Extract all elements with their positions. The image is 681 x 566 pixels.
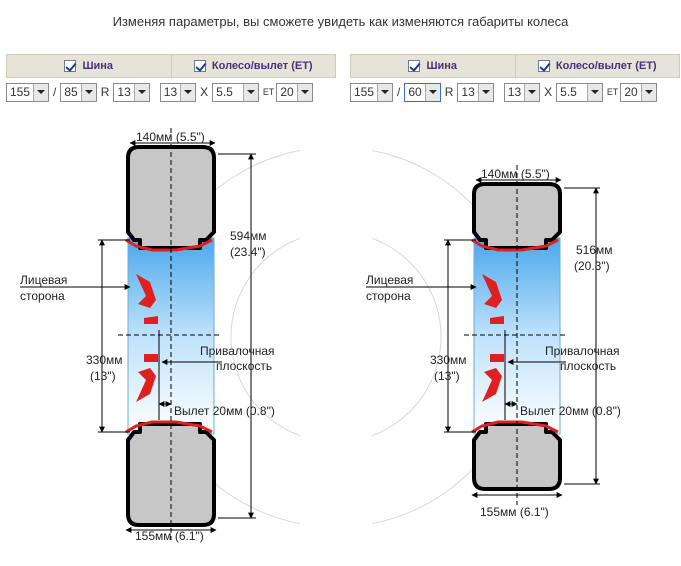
plane-label-2: плоскость — [560, 359, 616, 373]
panel-header: Шина Колесо/вылет (ЕТ) — [350, 54, 680, 78]
slash-separator: / — [397, 85, 401, 99]
circle-mask — [300, 120, 372, 560]
chevron-down-icon — [477, 83, 493, 101]
tire-label: Шина — [426, 60, 458, 72]
rim-flange-bottom — [471, 420, 559, 434]
x-separator: X — [544, 85, 553, 99]
controls-row: 155 / 85 R 13 13 X 5.5 ET 20 — [6, 80, 336, 104]
rim-flange-top — [471, 238, 559, 252]
x-separator: X — [200, 85, 209, 99]
page-title: Изменяя параметры, вы сможете увидеть ка… — [112, 14, 569, 29]
chevron-down-icon — [377, 83, 393, 101]
tire-label: Шина — [82, 60, 114, 72]
chevron-down-icon — [242, 83, 258, 101]
upper-tire — [126, 145, 216, 250]
et-separator: ET — [262, 87, 275, 97]
rim-dim-label-2: (13") — [90, 369, 116, 383]
tire-header: Шина — [7, 55, 171, 77]
hub-lower-red — [136, 354, 158, 402]
wheel-width-select[interactable]: 5.5 — [556, 82, 603, 102]
slash-separator: / — [53, 85, 57, 99]
chevron-down-icon — [133, 83, 149, 101]
chevron-down-icon — [80, 83, 96, 101]
wheel-offset-select[interactable]: 20 — [276, 82, 313, 102]
bottom-dim-label: 155мм (6.1") — [480, 505, 549, 519]
plane-label-1: Привалочная — [545, 344, 620, 358]
chevron-down-icon — [296, 83, 312, 101]
hub-upper-red — [482, 274, 504, 324]
wheel-width-select[interactable]: 5.5 — [212, 82, 259, 102]
height-dim-label-1: 594мм — [230, 229, 267, 243]
top-dim-label: 140мм (5.5") — [481, 167, 550, 181]
tire-rim-select[interactable]: 13 — [113, 82, 150, 102]
height-dim-label-1: 516мм — [576, 243, 613, 257]
r-separator: R — [100, 85, 110, 99]
left-wheel-drawing: 140мм (5.5") 155мм (6.1") 594мм (23.4") … — [20, 128, 275, 543]
height-dim-label-2: (23.4") — [230, 245, 266, 259]
wheel-checkbox[interactable] — [537, 60, 550, 72]
face-label-1: Лицевая — [20, 273, 67, 287]
height-dim-label-2: (20.3") — [574, 259, 610, 273]
wheel-header: Колесо/вылет (ЕТ) — [170, 55, 336, 77]
et-separator: ET — [606, 87, 619, 97]
wheel-checkbox[interactable] — [193, 60, 206, 72]
panel-header: Шина Колесо/вылет (ЕТ) — [6, 54, 336, 78]
wheel-label: Колесо/вылет (ЕТ) — [211, 60, 313, 72]
top-dim-label: 140мм (5.5") — [136, 130, 205, 144]
left-parameter-panel: Шина Колесо/вылет (ЕТ) 155 / 85 R 13 13 … — [6, 54, 336, 104]
rim-dim-label-1: 330мм — [86, 353, 123, 367]
wheel-offset-select[interactable]: 20 — [620, 82, 657, 102]
tire-rim-select[interactable]: 13 — [457, 82, 494, 102]
rim-dim-label-1: 330мм — [430, 353, 467, 367]
wheel-diameter-select[interactable]: 13 — [159, 82, 197, 102]
tire-profile-select[interactable]: 60 — [404, 82, 441, 102]
r-separator: R — [444, 85, 454, 99]
rim-flange-top — [125, 238, 213, 252]
right-parameter-panel: Шина Колесо/вылет (ЕТ) 155 / 60 R 13 13 … — [350, 54, 680, 104]
wheel-diameter-select[interactable]: 13 — [503, 82, 541, 102]
tire-checkbox[interactable] — [64, 60, 77, 72]
plane-label-1: Привалочная — [200, 344, 275, 358]
tire-header: Шина — [351, 55, 515, 77]
face-label-1: Лицевая — [366, 273, 413, 287]
tire-width-select[interactable]: 155 — [350, 82, 394, 102]
hub-upper-red — [136, 274, 158, 324]
tire-profile-select[interactable]: 85 — [60, 82, 97, 102]
offset-dim-label: Вылет 20мм (0.8") — [174, 404, 275, 418]
right-wheel-drawing: 140мм (5.5") 155мм (6.1") 516мм (20.3") … — [366, 165, 621, 519]
chevron-down-icon — [640, 83, 656, 101]
rim-dim-label-2: (13") — [434, 369, 460, 383]
rim-flange-bottom — [125, 420, 213, 434]
chevron-down-icon — [33, 83, 49, 101]
chevron-down-icon — [524, 83, 540, 101]
hub-lower-red — [482, 354, 504, 402]
plane-label-2: плоскость — [216, 359, 272, 373]
face-label-2: сторона — [20, 289, 65, 303]
bottom-dim-label: 155мм (6.1") — [135, 529, 204, 543]
wheel-header: Колесо/вылет (ЕТ) — [514, 55, 680, 77]
tire-checkbox[interactable] — [408, 60, 421, 72]
offset-dim-label: Вылет 20мм (0.8") — [520, 404, 621, 418]
face-label-2: сторона — [366, 289, 411, 303]
chevron-down-icon — [180, 83, 196, 101]
chevron-down-icon — [424, 83, 440, 101]
tire-width-select[interactable]: 155 — [6, 82, 50, 102]
chevron-down-icon — [586, 83, 602, 101]
controls-row: 155 / 60 R 13 13 X 5.5 ET 20 — [350, 80, 680, 104]
wheel-label: Колесо/вылет (ЕТ) — [555, 60, 657, 72]
